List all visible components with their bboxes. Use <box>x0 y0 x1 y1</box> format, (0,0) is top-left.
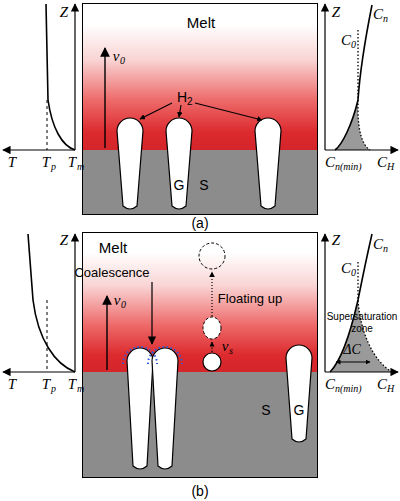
gas-bubble <box>127 348 153 469</box>
bubble-outline <box>286 345 312 443</box>
subscript: H <box>387 384 394 394</box>
gas-bubble <box>255 118 281 209</box>
z-axis <box>324 234 325 372</box>
ch-curve <box>358 262 392 372</box>
axis-label: Z <box>332 5 340 20</box>
subscript: n <box>383 244 388 254</box>
panel-label: (b) <box>191 484 208 498</box>
subscript: H <box>387 162 394 172</box>
growth-arrow <box>104 48 105 148</box>
melt-region: Melt <box>82 3 318 150</box>
gas-bubble <box>152 348 178 469</box>
region-label: G <box>174 178 185 192</box>
subscript: 0 <box>351 268 356 278</box>
temperature-axis <box>3 371 75 372</box>
diffusion-arrow <box>195 103 262 120</box>
region-label: S <box>199 178 208 192</box>
axis-label: T <box>8 377 16 392</box>
concentration-zone <box>335 100 370 150</box>
float-path <box>211 272 212 316</box>
delta-arrow <box>336 362 370 363</box>
gas-bubble: G <box>166 118 192 210</box>
z-axis <box>74 234 75 372</box>
axis-value: T <box>42 155 50 170</box>
axis-value: C <box>325 377 335 392</box>
tp-guide <box>47 100 48 150</box>
gas-bubble <box>117 118 143 209</box>
curve-label: C <box>341 261 351 276</box>
axis-label: Z <box>60 233 68 248</box>
panel-label: (a) <box>191 216 208 230</box>
subscript: p <box>51 162 56 172</box>
small-bubble <box>203 353 221 371</box>
temperature-axis <box>3 149 75 150</box>
coalescence-outline <box>123 347 157 364</box>
region-label: S <box>261 403 270 417</box>
z-axis <box>74 4 75 150</box>
cn-curve <box>330 234 372 372</box>
subscript: 0 <box>351 40 356 50</box>
difference-label: ΔC <box>343 343 361 357</box>
rising-bubble <box>203 317 221 339</box>
melt-region: Melt <box>82 232 318 372</box>
region-label: G <box>294 403 305 417</box>
temperature-curve <box>28 234 75 372</box>
z-axis <box>324 4 325 150</box>
coalescence-outline <box>148 347 182 364</box>
cn-curve <box>335 5 372 150</box>
subscript: n(min) <box>335 162 362 172</box>
escaping-bubble <box>199 243 225 269</box>
growth-arrow <box>106 296 107 370</box>
rise-arrow <box>212 342 213 352</box>
ch-curve <box>358 30 370 150</box>
axis-label: Z <box>332 233 340 248</box>
region-label: Melt <box>187 15 215 30</box>
axis-value: T <box>68 377 76 392</box>
region-label: Melt <box>99 240 127 255</box>
solid-region: SG <box>82 150 318 215</box>
axis-value: C <box>325 155 335 170</box>
bubble-outline <box>166 118 192 210</box>
curve-label: C <box>341 33 351 48</box>
axis-label: Z <box>60 5 68 20</box>
tp-guide <box>47 300 48 372</box>
annotation: Supersaturation zone <box>325 311 399 334</box>
curve-label: C <box>373 7 383 22</box>
curve-label: C <box>373 237 383 252</box>
axis-value: T <box>68 155 76 170</box>
subscript: n <box>383 14 388 24</box>
axis-label: T <box>8 155 16 170</box>
concentration-axis <box>325 371 398 372</box>
diffusion-arrow <box>179 105 181 117</box>
axis-label: C <box>377 155 387 170</box>
solid-region: SG <box>82 372 318 478</box>
diffusion-arrow <box>140 103 172 119</box>
coalescence-arrow <box>151 282 152 344</box>
subscript: n(min) <box>335 384 362 394</box>
supersaturation-zone <box>330 300 392 372</box>
gas-bubble: G <box>286 345 312 443</box>
axis-label: C <box>377 377 387 392</box>
bubble-shape <box>166 118 192 209</box>
subscript: p <box>51 384 56 394</box>
temperature-curve <box>46 4 75 150</box>
bubble-shape <box>286 345 312 442</box>
axis-value: T <box>42 377 50 392</box>
